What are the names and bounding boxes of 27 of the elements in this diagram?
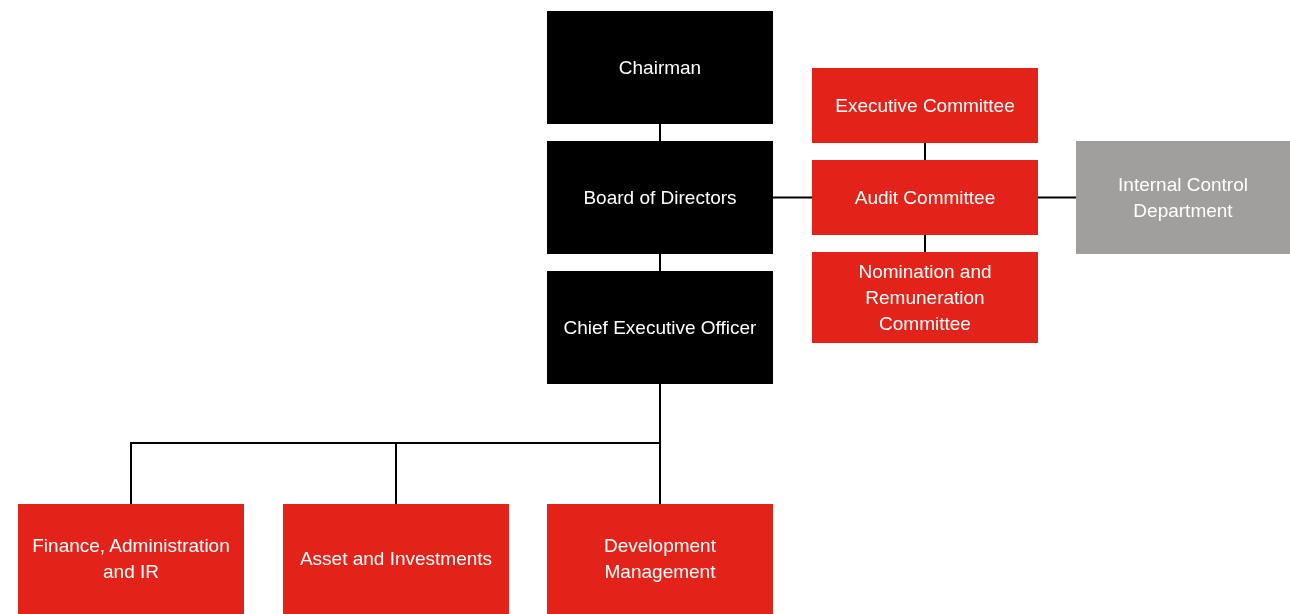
box-label: Executive Committee [835, 93, 1015, 118]
box-label: Chairman [618, 55, 702, 80]
org-box [18, 504, 244, 614]
connector-line [772, 196, 813, 199]
box-label: Asset and Investments [299, 547, 493, 571]
org-box [812, 160, 1038, 235]
connector-line [924, 142, 926, 161]
box-label: Nomination and Remuneration Committee [857, 259, 993, 336]
org-box [547, 504, 773, 614]
org-box [812, 252, 1038, 343]
box-label: Chief Executive Officer [563, 315, 757, 340]
box-label: Audit Committee [854, 185, 996, 210]
org-box [283, 504, 509, 614]
connector-line [1037, 196, 1077, 199]
box-label: Internal Control Department [1117, 172, 1249, 223]
connector-line [924, 234, 926, 253]
org-box [1076, 141, 1290, 254]
box-label: Development Management [603, 534, 717, 584]
org-box [547, 271, 773, 384]
org-box [812, 68, 1038, 143]
connector-line [659, 123, 661, 142]
box-label: Board of Directors [583, 185, 737, 210]
connector-line [659, 253, 661, 272]
connector-line [659, 383, 661, 505]
org-box [547, 11, 773, 124]
box-label: Finance, Administration and IR [31, 534, 231, 584]
org-box [547, 141, 773, 254]
